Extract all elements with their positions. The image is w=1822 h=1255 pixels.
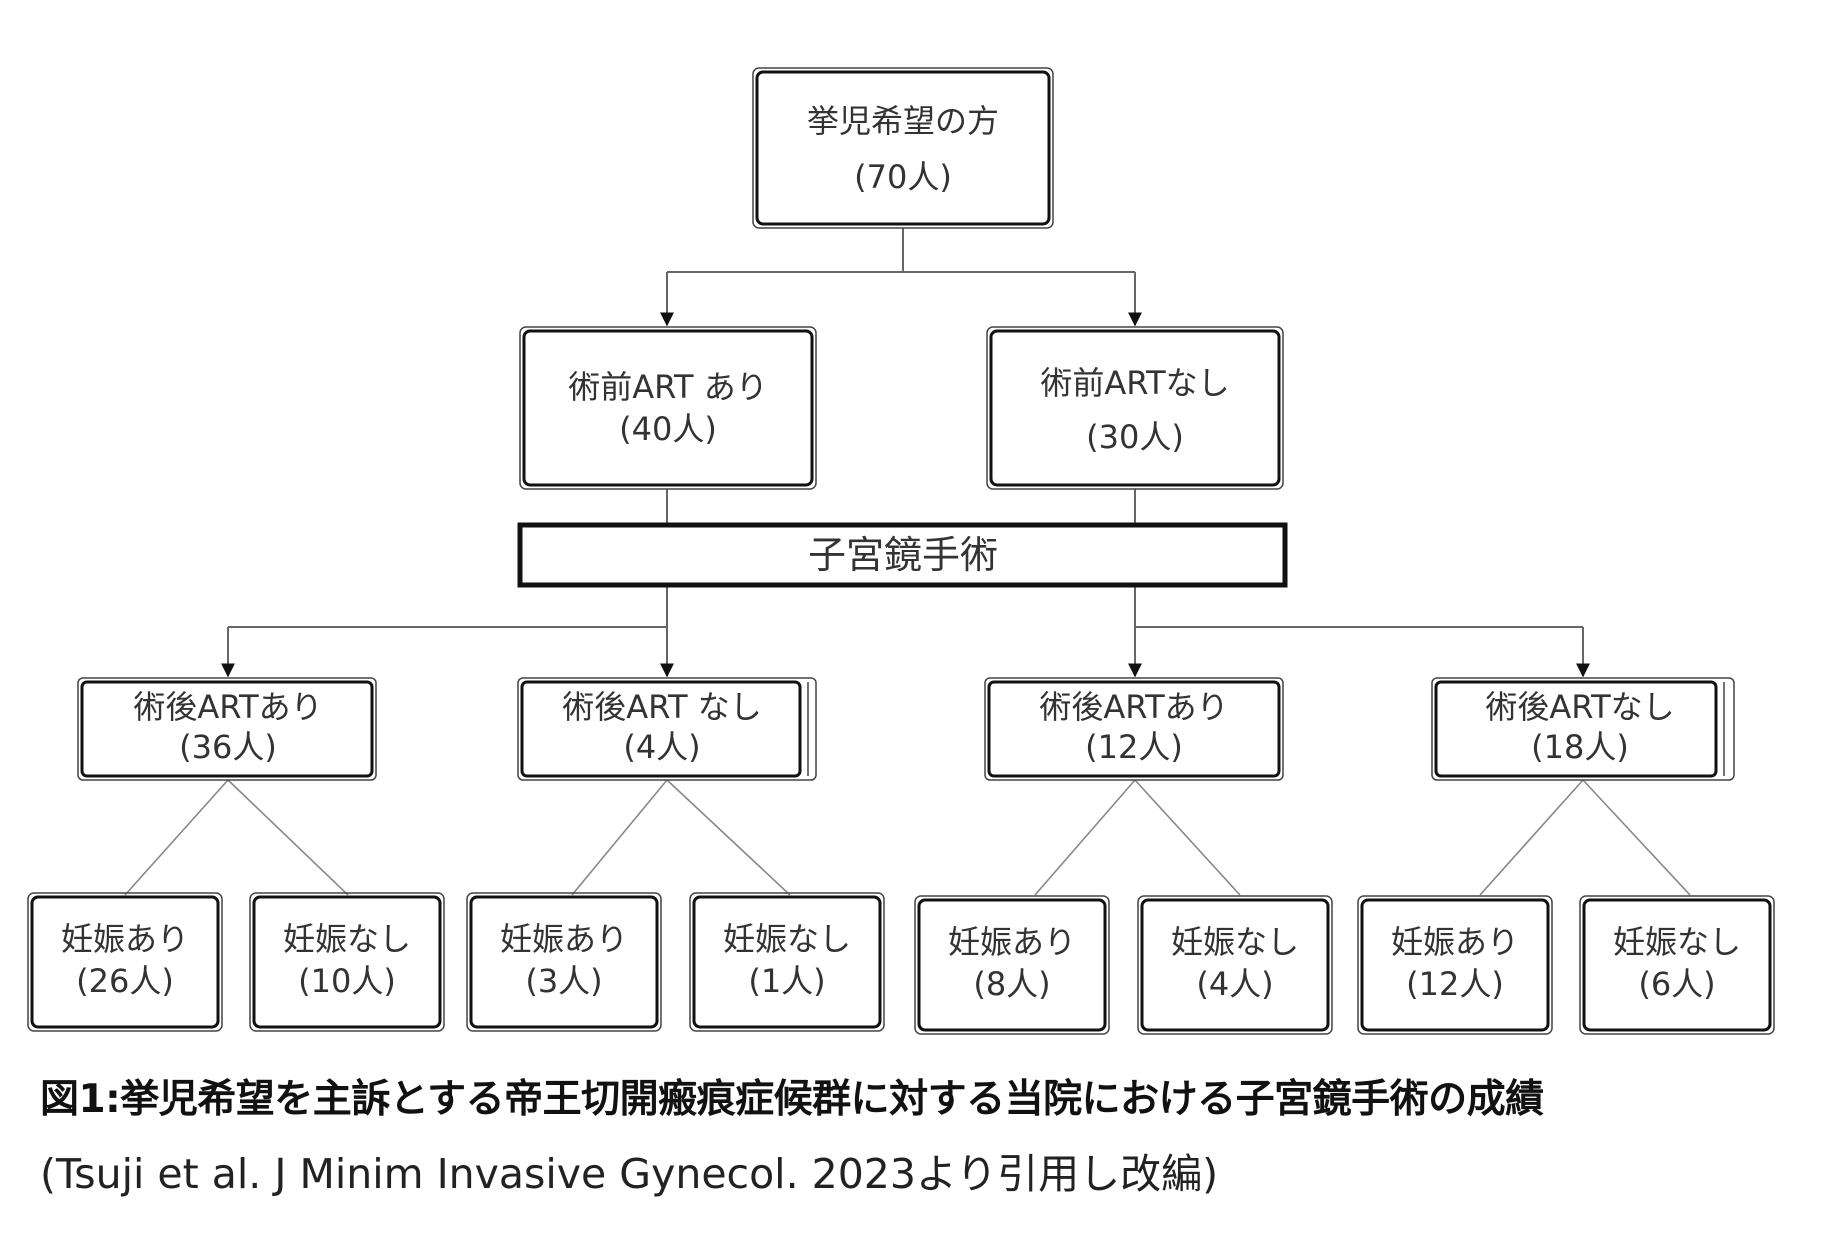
connector-procedure-to-post-art-right [1128,587,1590,678]
outcome-label: 妊娠あり [948,923,1076,961]
connector-procedure-to-post-art-left [221,587,674,678]
outcome-count: (4人) [1196,965,1273,1003]
outcome-node: 妊娠なし (4人) [1137,895,1333,1035]
node-post-art-yes-b: 術後ARTあり (12人) [984,677,1284,781]
outcome-label: 妊娠あり [500,920,628,958]
outcome-node: 妊娠なし (6人) [1579,895,1775,1035]
outcome-count: (12人) [1406,965,1504,1003]
node-post-art-no-b-label: 術後ARTなし [1485,688,1674,726]
connector-root-to-pre-art [660,228,1142,327]
outcome-node: 妊娠あり (26人) [27,892,223,1032]
branch-lines [124,779,1691,896]
outcome-node: 妊娠なし (1人) [689,892,885,1032]
connector-pre-art-to-procedure [666,489,1136,523]
outcome-node: 妊娠あり (8人) [914,895,1110,1035]
outcome-count: (8人) [973,965,1050,1003]
procedure-label: 子宮鏡手術 [808,533,998,577]
outcome-node: 妊娠なし (10人) [249,892,445,1032]
outcome-label: 妊娠なし [283,920,411,958]
node-post-art-no-b-count: (18人) [1531,728,1629,766]
node-root-label: 挙児希望の方 [807,102,999,140]
node-root: 挙児希望の方 (70人) [752,67,1054,229]
outcome-label: 妊娠なし [1171,923,1299,961]
outcome-node: 妊娠あり (3人) [466,892,662,1032]
outcome-label: 妊娠なし [723,920,851,958]
node-post-art-yes-b-label: 術後ARTあり [1039,688,1228,726]
outcome-label: 妊娠なし [1613,923,1741,961]
node-pre-art-yes: 術前ART あり (40人) [519,326,817,490]
node-root-count: (70人) [854,158,952,196]
node-post-art-yes-b-count: (12人) [1085,728,1183,766]
node-post-art-yes-a-label: 術後ARTあり [133,688,322,726]
outcome-count: (6人) [1638,965,1715,1003]
node-pre-art-no-count: (30人) [1086,418,1184,456]
outcome-count: (3人) [525,962,602,1000]
figure-caption-source: (Tsuji et al. J Minim Invasive Gynecol. … [40,1150,1219,1198]
outcome-node: 妊娠あり (12人) [1357,895,1553,1035]
node-post-art-no-a-count: (4人) [623,728,700,766]
node-post-art-yes-a-count: (36人) [179,728,277,766]
figure-caption-title: 図1:挙児希望を主訴とする帝王切開瘢痕症候群に対する当院における子宮鏡手術の成績 [40,1077,1544,1122]
node-post-art-yes-a: 術後ARTあり (36人) [77,677,377,781]
node-post-art-no-a-label: 術後ART なし [562,688,762,726]
node-post-art-no-a: 術後ART なし (4人) [517,677,817,781]
outcome-label: 妊娠あり [1391,923,1519,961]
node-pre-art-no: 術前ARTなし (30人) [986,326,1284,490]
node-pre-art-no-label: 術前ARTなし [1040,364,1229,402]
node-pre-art-yes-count: (40人) [619,410,717,448]
procedure-band: 子宮鏡手術 [517,522,1288,588]
node-post-art-no-b: 術後ARTなし (18人) [1431,677,1735,781]
flowchart: 挙児希望の方 (70人) 術前ART あり (40人) 術前ARTなし (30人… [27,67,1775,1035]
outcome-label: 妊娠あり [61,920,189,958]
outcome-count: (26人) [76,962,174,1000]
outcome-count: (10人) [298,962,396,1000]
node-pre-art-yes-label: 術前ART あり [568,368,768,406]
outcome-count: (1人) [748,962,825,1000]
